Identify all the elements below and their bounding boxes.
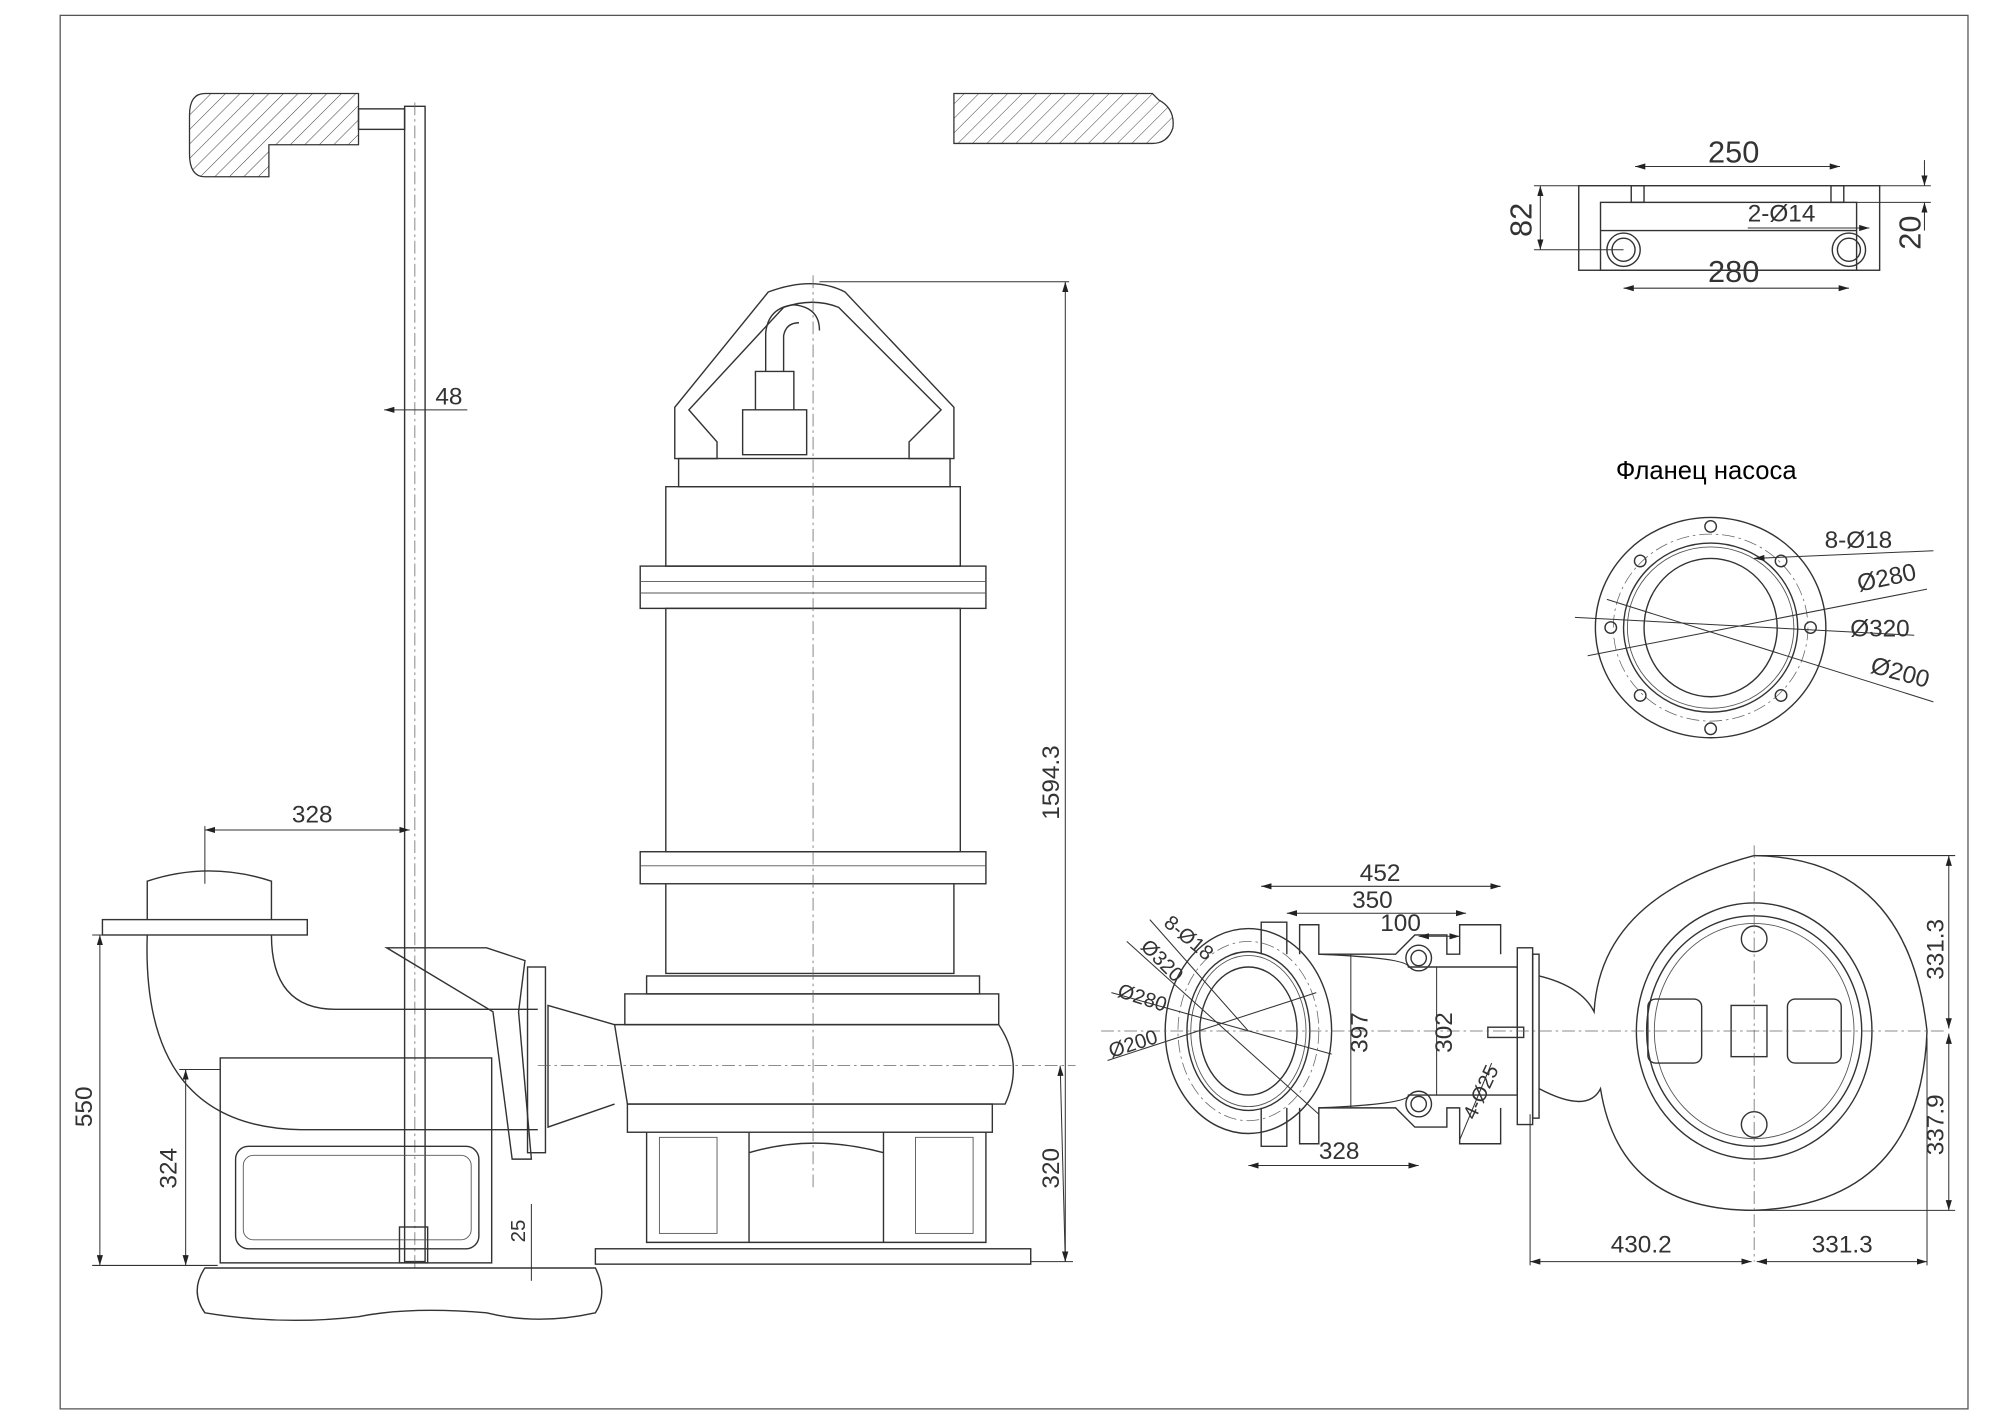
side-view: 48 328 550 324 25 [71,92,1174,1322]
dim-bracket-82: 82 [1503,203,1538,237]
duckfoot-stand [219,1057,493,1264]
flange-bolt-holes-label: 8-Ø18 [1825,527,1893,554]
dim-total-height: 1594.3 [1038,745,1065,819]
dim-outlet-height: 320 [1038,1148,1065,1189]
pump-stand [645,1132,987,1244]
coupling-claw [384,947,533,1160]
dim-bracket-280: 280 [1708,254,1759,289]
pump-flange-view: Фланец насоса 8-Ø18 Ø280 Ø320 Ø200 [1574,457,1934,739]
flange-d200: Ø200 [1868,652,1932,693]
dim-stand-height: 324 [156,1148,183,1189]
volute [547,1004,1015,1129]
dim-plan-331-horizontal: 331.3 [1812,1232,1873,1259]
bracket-view: 250 280 82 20 2-Ø14 [1503,135,1931,292]
dim-plan-anchor-holes: 4-Ø25 [1459,1062,1504,1123]
plan-view: 452 350 100 397 302 4-Ø25 328 430.2 331.… [1101,845,1956,1266]
pump-body [537,275,1076,1265]
dim-plan-430: 430.2 [1611,1232,1672,1259]
dim-plan-397: 397 [1346,1012,1373,1053]
drawing-border [59,14,1969,1410]
flange-d280: Ø280 [1855,559,1919,598]
discharge-flange [101,918,309,936]
ceiling-slab-left [188,92,360,178]
dim-rail-offset: 48 [435,384,462,411]
ceiling-slab-right [953,92,1174,145]
dim-plan-302: 302 [1431,1012,1458,1053]
discharge-elbow [146,934,538,1131]
dim-discharge-height: 550 [71,1087,98,1128]
bracket-hole-right [1831,232,1867,268]
dim-bracket-250: 250 [1708,135,1759,170]
dim-plan-452: 452 [1360,860,1401,887]
rail-bracket [357,108,406,131]
dim-base-plate: 25 [507,1220,530,1243]
dim-plan-d280: Ø280 [1115,979,1170,1016]
dim-discharge-offset: 328 [292,801,333,828]
floor-section [196,1267,603,1322]
dim-plan-100: 100 [1380,910,1421,937]
flange-bolt-holes [1604,519,1817,736]
dim-plan-331-vertical: 331.3 [1923,919,1950,980]
pump-flange-title: Фланец насоса [1616,457,1797,485]
dim-plan-328: 328 [1319,1138,1360,1165]
volute-flange [624,993,1000,1026]
pump-base-plate [594,1248,1032,1265]
dim-bracket-20: 20 [1893,216,1928,250]
lifting-handle [674,282,955,460]
flange-d320: Ø320 [1850,616,1910,643]
dim-plan-d200: Ø200 [1106,1025,1161,1062]
dim-plan-337: 337.9 [1923,1094,1950,1155]
dim-plan-350: 350 [1352,887,1393,914]
cable-inlet [741,304,821,456]
dim-bracket-holes: 2-Ø14 [1748,201,1816,228]
